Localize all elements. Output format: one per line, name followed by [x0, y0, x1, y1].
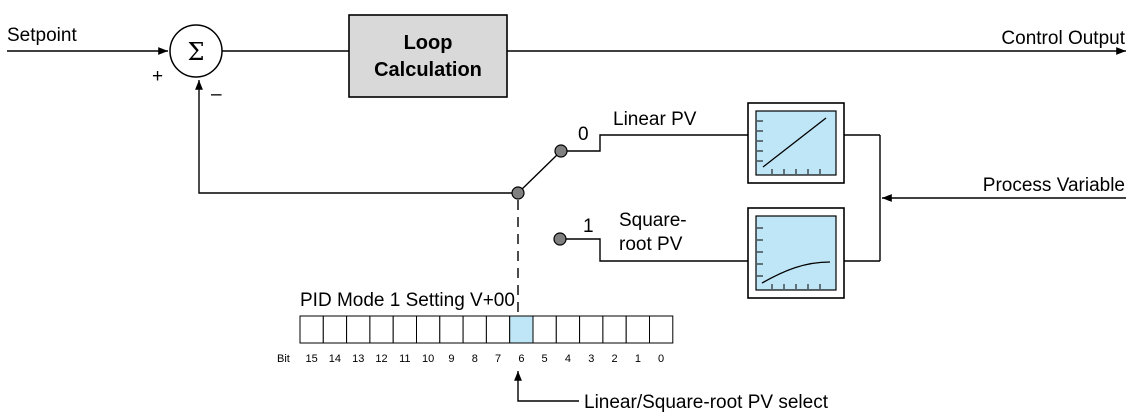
bit-number-12: 12: [375, 353, 387, 365]
loop-block-line2: Calculation: [374, 59, 482, 81]
bit-number-7: 7: [495, 353, 501, 365]
minus-sign: –: [211, 84, 222, 105]
sqrt-pv-label-line2: root PV: [619, 234, 683, 255]
sqrt-pv-label-line1: Square-: [619, 210, 687, 231]
bit-number-8: 8: [472, 353, 478, 365]
register-bit-1: [625, 315, 651, 344]
register-bit-5: [532, 315, 557, 344]
feedback-line: [195, 80, 518, 194]
bit-number-3: 3: [588, 353, 594, 365]
register-bit-6: [509, 315, 534, 344]
register-bit-10: [416, 315, 441, 344]
sqrt-pv-line: [566, 238, 748, 262]
register-bit-11: [392, 315, 418, 344]
bit-number-1: 1: [635, 353, 641, 365]
register-bits: [299, 315, 674, 344]
linear-pv-line: [567, 134, 748, 152]
register-bit-7: [485, 315, 511, 344]
bit-number-14: 14: [329, 353, 341, 365]
switch-arm: [517, 152, 560, 194]
register-bit-15: [299, 315, 324, 344]
bit-number-11: 11: [399, 353, 410, 365]
bit-number-5: 5: [542, 353, 548, 365]
register-title: PID Mode 1 Setting V+00: [300, 290, 515, 311]
register-bit-13: [346, 315, 371, 344]
bit-number-15: 15: [305, 353, 317, 365]
plus-sign: +: [152, 66, 163, 87]
switch-contact-0: [554, 144, 568, 158]
bit-number-10: 10: [422, 353, 434, 365]
bit-number-6: 6: [518, 353, 524, 365]
register-bit-12: [369, 315, 394, 344]
select-note-arrow: [514, 371, 579, 402]
linear-scaling-meter: [747, 102, 845, 184]
register-bit-0: [649, 315, 674, 344]
linear-pv-index: 0: [578, 124, 589, 145]
bit-number-4: 4: [565, 353, 571, 365]
switch-pivot: [511, 186, 525, 200]
bit-number-0: 0: [658, 353, 664, 365]
register-bit-2: [602, 315, 627, 344]
sigma-symbol: Σ: [188, 38, 205, 66]
bit-number-13: 13: [352, 353, 364, 365]
register-bit-14: [322, 315, 348, 344]
switch-contact-1: [553, 232, 567, 246]
register-bit-8: [462, 315, 487, 344]
loop-block-line1: Loop: [404, 32, 453, 54]
sqrt-pv-index: 1: [583, 216, 594, 237]
process-variable-label: Process Variable: [983, 175, 1125, 196]
select-note-label: Linear/Square-root PV select: [584, 392, 829, 413]
linear-pv-label: Linear PV: [613, 109, 697, 130]
register-bit-4: [555, 315, 581, 344]
loop-calculation-block: [348, 14, 508, 98]
bit-number-2: 2: [612, 353, 618, 365]
sqrt-scaling-meter: [747, 207, 845, 299]
bit-number-9: 9: [448, 353, 454, 365]
bit-prefix: Bit: [277, 353, 290, 365]
control-output-label: Control Output: [1001, 28, 1125, 49]
register-bit-9: [439, 315, 464, 344]
register-bit-3: [579, 315, 604, 344]
setpoint-label: Setpoint: [7, 25, 77, 46]
